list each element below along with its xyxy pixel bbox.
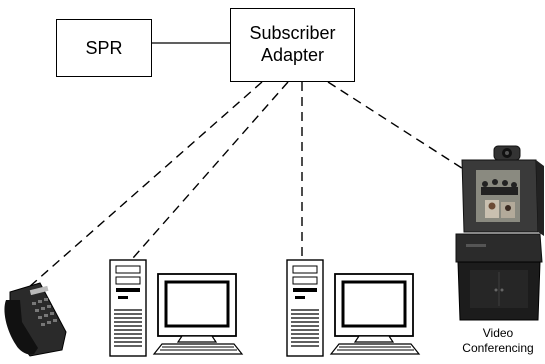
pc-workstation-icon [286, 259, 421, 357]
dashed-link-phone [27, 81, 263, 289]
dashed-link-pc-left [132, 81, 289, 259]
adapter-label-line1: Subscriber [249, 23, 336, 44]
spr-label: SPR [85, 37, 123, 58]
desk-phone-icon [4, 282, 67, 357]
dashed-link-video [327, 81, 469, 173]
vc-caption-line1: Video [482, 326, 514, 340]
pc-workstation-icon [109, 259, 244, 357]
video-conferencing-unit-icon [455, 145, 544, 321]
vc-caption-line2: Conferencing [462, 341, 534, 355]
spr-node: SPR [56, 19, 152, 77]
subscriber-adapter-node: Subscriber Adapter [230, 8, 355, 82]
video-conferencing-caption: Video Conferencing [448, 326, 545, 356]
adapter-label-line2: Adapter [260, 45, 325, 65]
